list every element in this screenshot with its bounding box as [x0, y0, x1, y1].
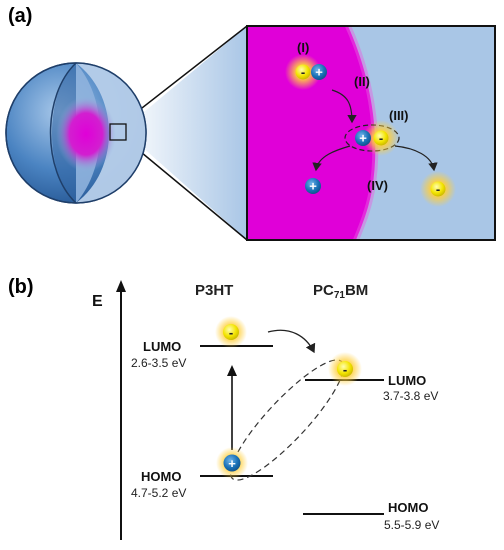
electron-separation-arrow [394, 145, 438, 172]
electron-particle [295, 64, 311, 80]
hole-sign: + [309, 179, 317, 194]
step-IV-label: (IV) [367, 178, 388, 193]
hole-sign: + [359, 131, 367, 146]
acceptor-name-subscript: 71 [334, 290, 346, 301]
electron-sign: - [343, 362, 347, 377]
electron-sign: - [301, 65, 305, 80]
zoom-line-bottom [123, 137, 248, 241]
hole-sign: + [315, 65, 323, 80]
acceptor-name-prefix: PC [313, 282, 334, 299]
excitation-arrowhead [227, 365, 237, 376]
acceptor-homo-range: 5.5-5.9 eV [384, 518, 439, 532]
donor-hole [223, 454, 241, 472]
step-III-label: (III) [389, 108, 409, 123]
donor-homo-label: HOMO [141, 469, 181, 484]
electron-sign: - [436, 182, 440, 197]
electron-particle [430, 181, 446, 197]
donor-lumo-label: LUMO [143, 339, 181, 354]
electron-sign: - [229, 325, 233, 340]
energy-axis-arrowhead [116, 280, 126, 292]
donor-phase [247, 26, 376, 240]
hole-separation-arrow [312, 145, 351, 172]
panel-a-label: (a) [8, 5, 32, 27]
zoom-box [109, 123, 127, 141]
step-I-label: (I) [297, 40, 309, 55]
donor-domain-blob [56, 96, 116, 172]
interface-panel: (I) - + (II) (III) + - (IV) + - [246, 24, 496, 242]
panel-b-label: (b) [8, 276, 34, 298]
electron-sign: - [379, 131, 383, 146]
energy-axis-label: E [92, 293, 103, 310]
zoom-cone [120, 26, 247, 240]
electron-particle [373, 130, 389, 146]
donor-name: P3HT [195, 282, 233, 299]
blend-sphere [5, 62, 147, 204]
zoom-line-top [123, 25, 248, 123]
acceptor-name-suffix: BM [345, 282, 368, 299]
donor-homo-range: 4.7-5.2 eV [131, 486, 186, 500]
acceptor-homo-label: HOMO [388, 500, 428, 515]
acceptor-electron [337, 361, 353, 377]
hole-particle [305, 178, 321, 194]
step-II-label: (II) [354, 74, 370, 89]
hole-particle [311, 64, 327, 80]
diffusion-arrow [331, 89, 357, 124]
acceptor-name: PC71BM [313, 282, 368, 301]
electron-transfer-arrow [267, 329, 316, 354]
donor-lumo-range: 2.6-3.5 eV [131, 356, 186, 370]
acceptor-lumo-label: LUMO [388, 373, 426, 388]
hole-sign: + [228, 456, 236, 471]
hole-particle [355, 130, 371, 146]
donor-electron [223, 324, 239, 340]
acceptor-lumo-range: 3.7-3.8 eV [383, 389, 438, 403]
